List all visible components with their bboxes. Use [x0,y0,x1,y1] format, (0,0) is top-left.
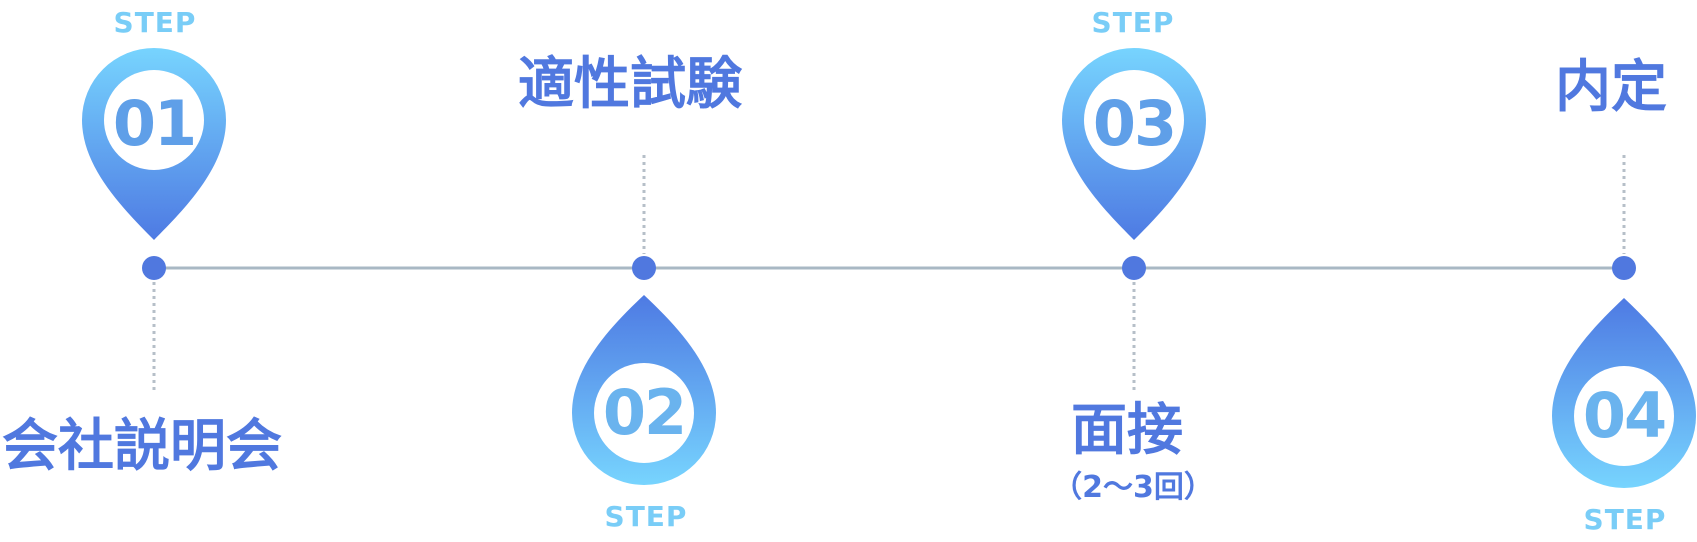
step-1-title: 会社説明会 [2,414,282,479]
step-2-number: 02 [602,376,687,449]
step-1-pin-hole [104,70,204,170]
step-4-number: 04 [1582,379,1667,452]
step-4-label: STEP [1583,503,1667,536]
step-4-pin-hole [1574,366,1674,466]
step-2-timeline-dot [632,256,656,280]
step-2-label: STEP [604,500,688,533]
step-3-subtitle: （2〜3回） [1052,470,1214,505]
step-4-title: 内定 [1555,55,1667,120]
step-1-number: 01 [112,87,197,160]
step-2-pin-hole [594,363,694,463]
step-3-timeline-dot [1122,256,1146,280]
step-4-timeline-dot [1612,256,1636,280]
step-1-timeline-dot [142,256,166,280]
step-3-label: STEP [1091,6,1175,39]
step-3-pin-hole [1084,70,1184,170]
step-3-number: 03 [1092,87,1177,160]
step-3-title: 面接 [1071,398,1183,463]
step-2-title: 適性試験 [518,52,742,117]
step-1-label: STEP [113,6,197,39]
